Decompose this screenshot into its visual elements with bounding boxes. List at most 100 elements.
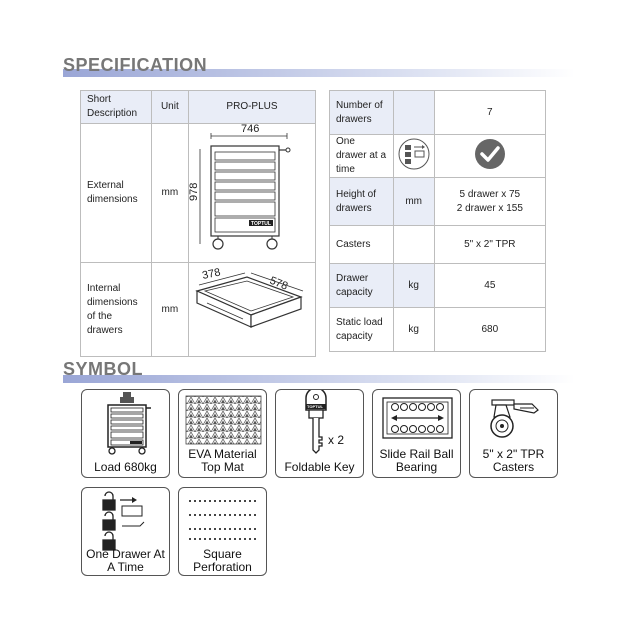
perforation-hole [189, 500, 191, 502]
perforation-hole [214, 528, 216, 530]
perforation-hole [234, 528, 236, 530]
perforation-hole [254, 528, 256, 530]
external-dimensions-figure: 746 978 TOPTUL [187, 123, 317, 263]
row-number-of-drawers-unit [392, 90, 435, 135]
perforation-hole [194, 514, 196, 516]
header-pro-plus: PRO-PLUS [187, 90, 317, 124]
symbol-key-label: Foldable Key [284, 460, 355, 474]
perforation-hole [254, 538, 256, 540]
width-dimension-label: 746 [241, 124, 259, 135]
perforation-hole [224, 500, 226, 502]
header-unit: Unit [150, 90, 189, 124]
perforation-hole [239, 538, 241, 540]
symbol-eva-mat: EVA Material Top Mat [178, 389, 267, 478]
key-icon: TOPTUL x 2 [305, 390, 344, 454]
mat-pattern-icon [185, 395, 262, 445]
symbol-one-drawer-label-line2: A Time [107, 560, 144, 574]
perforation-hole [204, 514, 206, 516]
brand-label: TOPTUL [251, 221, 271, 227]
perforation-hole [254, 514, 256, 516]
perforation-hole [224, 528, 226, 530]
symbol-casters: 5" x 2" TPR Casters [469, 389, 558, 478]
perforation-hole [209, 538, 211, 540]
cabinet-icon [107, 392, 151, 455]
height-value-line1: 5 drawer x 75 [459, 188, 521, 200]
perforation-hole [239, 500, 241, 502]
row-one-drawer-value [433, 134, 547, 178]
row-external-dimensions-unit: mm [150, 123, 189, 263]
symbol-ball-bearing: Slide Rail Ball Bearing [372, 389, 461, 478]
internal-dimensions-figure: 378 578 [187, 262, 317, 357]
perforation-hole [204, 500, 206, 502]
perforation-hole [229, 528, 231, 530]
symbol-load-label: Load 680kg [94, 460, 157, 474]
key-count-label: x 2 [328, 433, 344, 447]
symbol-casters-label-line2: Casters [492, 460, 535, 474]
perforation-hole [219, 528, 221, 530]
symbol-one-drawer-label-line1: One Drawer At [86, 547, 165, 561]
row-drawer-capacity-label: Drawer capacity [329, 263, 394, 308]
row-one-drawer-label: One drawer at a time [329, 134, 394, 178]
perforation-hole [204, 528, 206, 530]
header-short-description: Short Description [80, 90, 152, 124]
perforation-hole [224, 514, 226, 516]
perforation-hole [229, 500, 231, 502]
symbol-bearing-label-line1: Slide Rail Ball [379, 447, 454, 461]
perforation-hole [199, 528, 201, 530]
perforation-hole [234, 500, 236, 502]
perforation-hole [219, 514, 221, 516]
perforation-hole [199, 514, 201, 516]
internal-dim-a-label: 378 [201, 266, 221, 282]
perforation-hole [204, 538, 206, 540]
ball-bearing-icon [382, 397, 453, 439]
specification-title-bar [63, 69, 575, 77]
perforation-hole [249, 528, 251, 530]
perforation-icon [189, 500, 256, 540]
row-drawer-capacity-value: 45 [433, 263, 547, 308]
perforation-hole [194, 528, 196, 530]
perforation-hole [189, 538, 191, 540]
check-badge-icon [474, 138, 505, 169]
perforation-hole [254, 500, 256, 502]
symbol-foldable-key: TOPTUL x 2 Foldable Key [275, 389, 364, 478]
perforation-hole [249, 538, 251, 540]
tool-cabinet-drawing: 746 978 TOPTUL [188, 123, 291, 250]
perforation-hole [214, 500, 216, 502]
perforation-hole [249, 514, 251, 516]
perforation-hole [189, 514, 191, 516]
perforation-hole [244, 528, 246, 530]
row-drawer-capacity-unit: kg [392, 263, 435, 308]
spec-table-left: Short Description Unit PRO-PLUS External… [80, 90, 317, 357]
perforation-hole [194, 500, 196, 502]
row-static-load-value: 680 [433, 307, 547, 352]
symbol-perforation: Square Perforation [178, 487, 267, 576]
drawer-tray-drawing: 378 578 [195, 266, 304, 328]
row-height-of-drawers-label: Height of drawers [329, 177, 394, 226]
perforation-hole [189, 528, 191, 530]
perforation-hole [229, 514, 231, 516]
perforation-hole [224, 538, 226, 540]
perforation-hole [209, 528, 211, 530]
row-static-load-label: Static load capacity [329, 307, 394, 352]
perforation-hole [214, 514, 216, 516]
row-casters-value: 5" x 2" TPR [433, 225, 547, 264]
row-external-dimensions-label: External dimensions [80, 123, 152, 263]
perforation-hole [209, 514, 211, 516]
row-casters-unit [392, 225, 435, 264]
perforation-hole [219, 538, 221, 540]
row-number-of-drawers-value: 7 [433, 90, 547, 135]
perforation-hole [239, 514, 241, 516]
symbol-eva-label-line2: Top Mat [201, 460, 244, 474]
row-internal-dimensions-label: Internal dimensions of the drawers [80, 262, 152, 357]
perforation-hole [244, 500, 246, 502]
perforation-hole [229, 538, 231, 540]
perforation-hole [234, 514, 236, 516]
specification-title: SPECIFICATION [63, 55, 208, 75]
row-height-of-drawers-unit: mm [392, 177, 435, 226]
row-casters-label: Casters [329, 225, 394, 264]
symbol-eva-label-line1: EVA Material [188, 447, 257, 461]
row-static-load-unit: kg [392, 307, 435, 352]
symbol-title-bar [63, 375, 575, 383]
symbol-perforation-label-line2: Perforation [193, 560, 252, 574]
perforation-hole [234, 538, 236, 540]
